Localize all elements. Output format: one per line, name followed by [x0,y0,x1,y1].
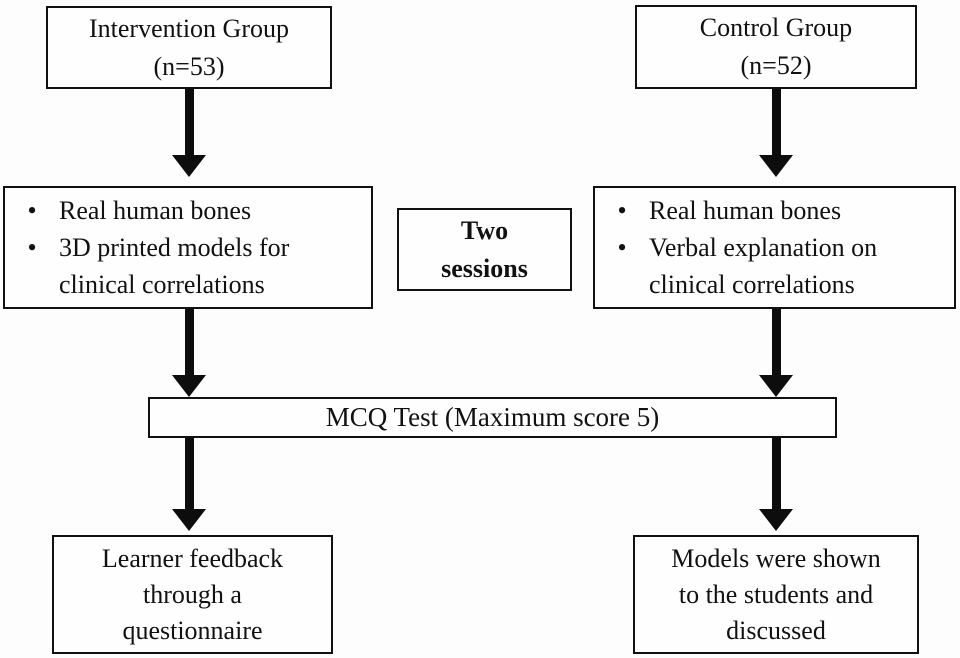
arrow-shaft [184,309,194,375]
control-group-title: Control Group [699,13,853,42]
arrow-head-down-icon [172,375,206,397]
models-shown-line-2: to the students and [678,579,874,609]
intervention-group-box: Intervention Group (n=53) [46,6,332,89]
arrow-intervention-to-mcq [172,309,206,397]
mcq-test-label: MCQ Test (Maximum score 5) [325,402,660,432]
arrow-head-down-icon [172,509,206,531]
arrow-shaft [184,438,194,509]
arrow-control-to-mcq [759,309,793,397]
sessions-line-1: Two [460,215,509,245]
intervention-group-n: (n=53) [153,51,225,81]
control-methods-box: • Real human bones • Verbal explanation … [593,186,956,309]
learner-feedback-line-3: questionnaire [122,615,263,645]
bullet-icon: • [27,196,37,225]
arrow-shaft [771,309,781,375]
intervention-method-2: 3D printed models for clinical correlati… [59,233,290,299]
sessions-line-2: sessions [441,253,528,283]
control-group-n: (n=52) [740,51,812,80]
arrow-shaft [184,89,194,155]
bullet-icon: • [27,233,37,262]
models-shown-box: Models were shown to the students and di… [633,535,919,654]
learner-feedback-line-1: Learner feedback [101,543,284,573]
list-item: • 3D printed models for clinical correla… [5,229,361,303]
models-shown-line-1: Models were shown [671,543,881,573]
arrow-control-to-methods [759,89,793,177]
arrow-head-down-icon [759,509,793,531]
intervention-method-1: Real human bones [59,196,252,225]
learner-feedback-box: Learner feedback through a questionnaire [52,535,333,654]
arrow-shaft [771,89,781,155]
list-item: • Verbal explanation on clinical correla… [595,229,944,303]
list-item: • Real human bones [595,192,944,229]
learner-feedback-line-2: through a [143,579,242,609]
arrow-head-down-icon [172,155,206,177]
models-shown-line-3: discussed [726,615,826,645]
list-item: • Real human bones [5,192,361,229]
intervention-group-title: Intervention Group [88,13,289,43]
arrow-mcq-to-feedback [172,438,206,531]
intervention-methods-box: • Real human bones • 3D printed models f… [3,186,373,309]
arrow-head-down-icon [759,375,793,397]
bullet-icon: • [617,233,627,262]
control-group-box: Control Group (n=52) [635,5,917,89]
mcq-test-box: MCQ Test (Maximum score 5) [148,397,837,438]
control-method-2: Verbal explanation on clinical correlati… [649,233,878,299]
control-method-1: Real human bones [649,196,842,225]
arrow-shaft [771,438,781,509]
arrow-head-down-icon [759,155,793,177]
arrow-intervention-to-methods [172,89,206,177]
sessions-box: Two sessions [397,208,572,291]
bullet-icon: • [617,196,627,225]
arrow-mcq-to-models [759,438,793,531]
